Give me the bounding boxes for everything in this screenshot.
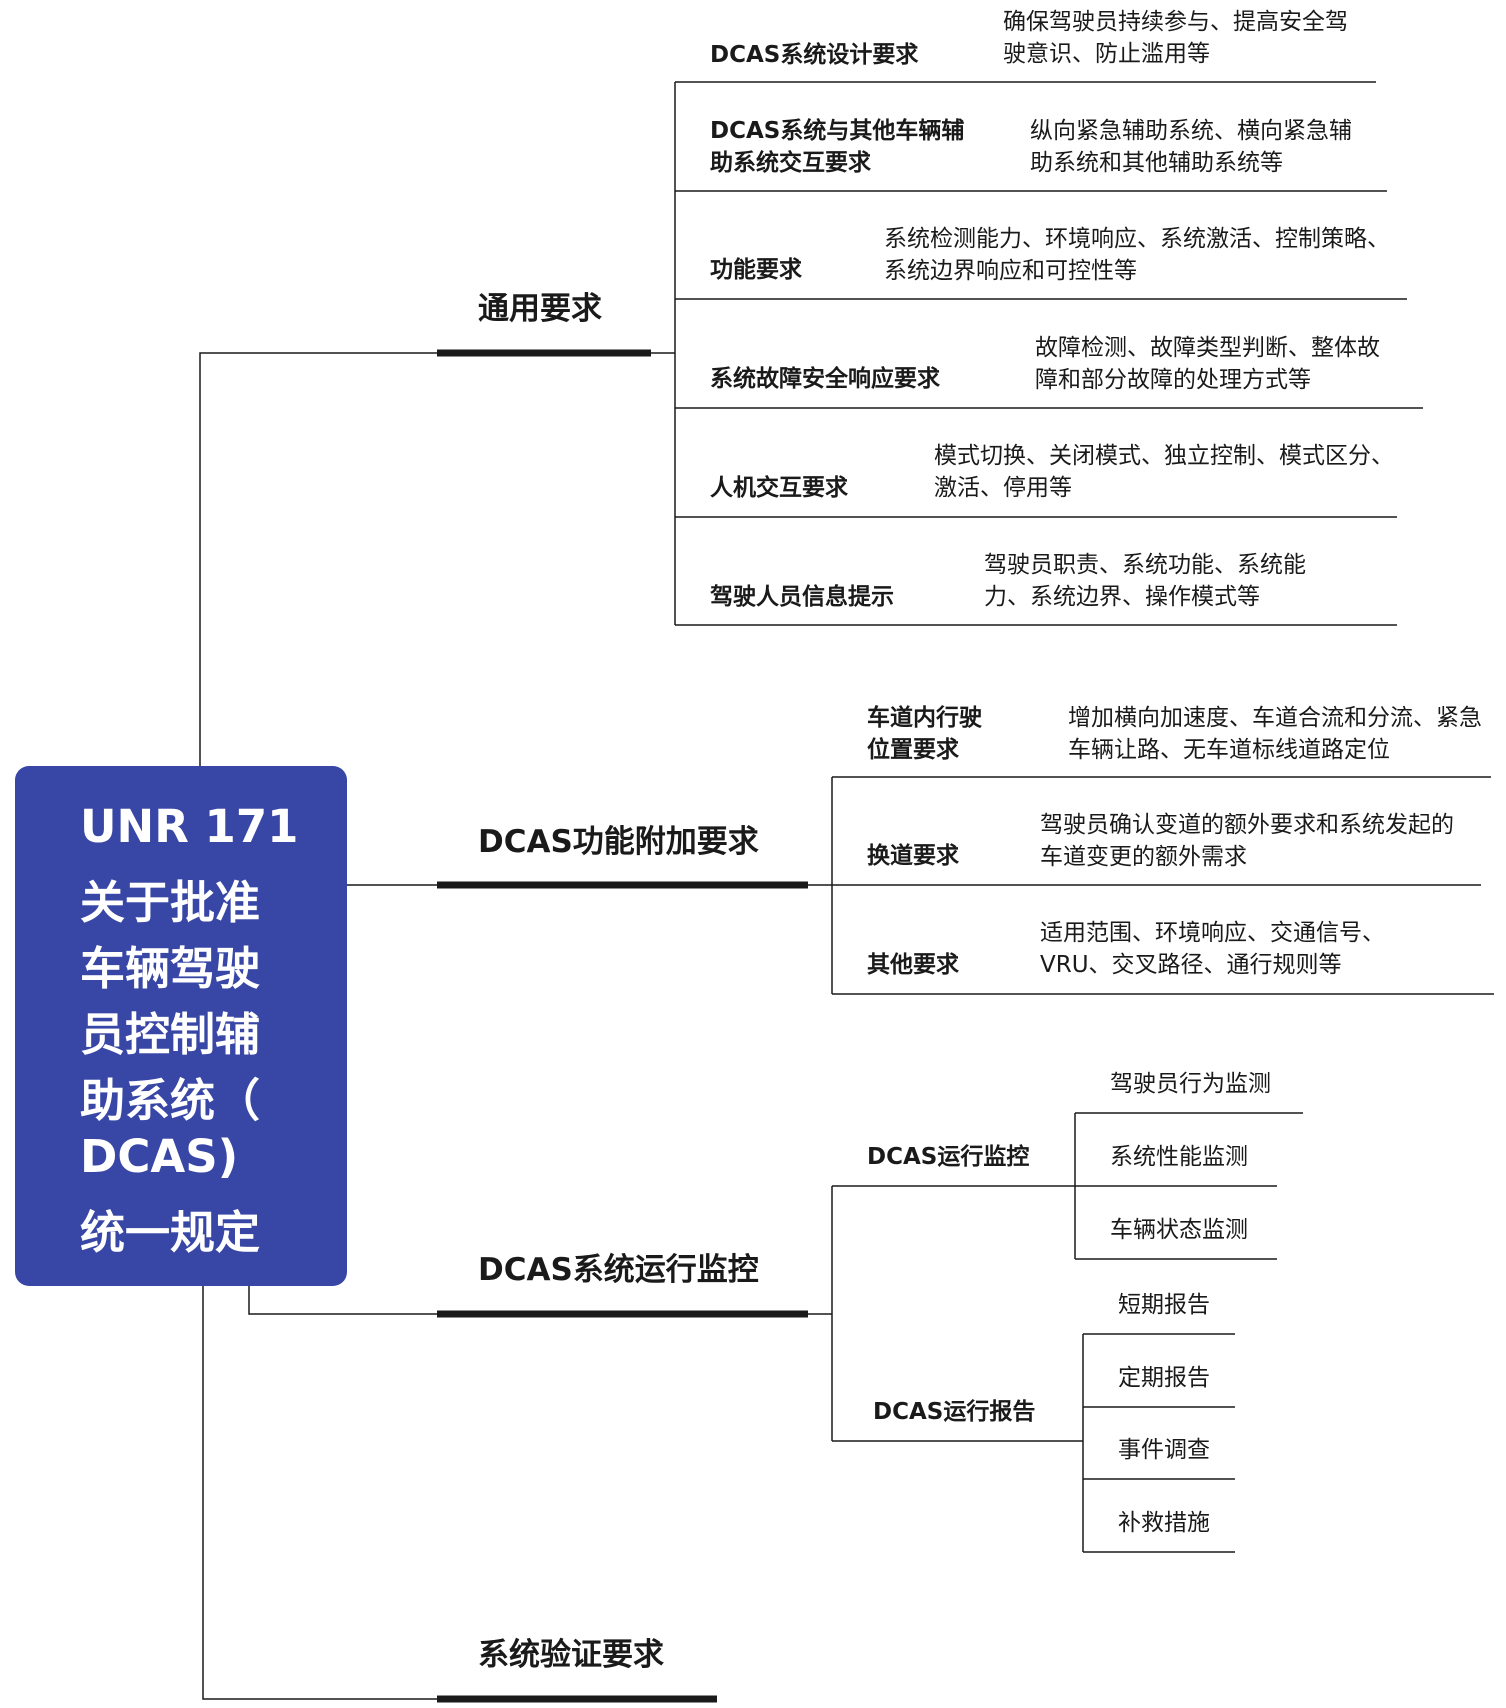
report-item: 补救措施 — [1118, 1510, 1210, 1536]
general-item-desc: 系统检测能力、环境响应、系统激活、控制策略、系统边界响应和可控性等 — [884, 226, 1390, 284]
monitor-item: 驾驶员行为监测 — [1110, 1071, 1271, 1097]
general-item-desc: 驾驶员职责、系统功能、系统能力、系统边界、操作模式等 — [984, 552, 1306, 610]
root-title-line-5: 助系统（ — [80, 1074, 261, 1127]
general-item-label: 功能要求 — [710, 257, 802, 283]
root-title-line-3: 车辆驾驶 — [80, 942, 261, 995]
general-item-label: 人机交互要求 — [710, 475, 848, 501]
additional-item-label: 车道内行驶位置要求 — [867, 705, 982, 763]
general-item-label: 系统故障安全响应要求 — [710, 366, 940, 392]
root-title-line-6: DCAS) — [80, 1130, 239, 1183]
trunk-line-top — [199, 352, 437, 766]
branch-label-verification: 系统验证要求 — [478, 1637, 664, 1673]
additional-item-desc: 适用范围、环境响应、交通信号、VRU、交叉路径、通行规则等 — [1040, 920, 1385, 978]
report-item: 短期报告 — [1118, 1292, 1210, 1318]
monitor-item: 车辆状态监测 — [1110, 1217, 1248, 1243]
branch-label-dcas-additional: DCAS功能附加要求 — [478, 824, 759, 860]
root-title-line-7: 统一规定 — [80, 1206, 261, 1259]
general-item-desc: 纵向紧急辅助系统、横向紧急辅助系统和其他辅助系统等 — [1030, 118, 1352, 176]
branch-label-dcas-monitoring: DCAS系统运行监控 — [478, 1252, 759, 1288]
branch-label-general: 通用要求 — [478, 291, 602, 327]
root-title-line-1: UNR 171 — [80, 800, 299, 853]
root-title-line-4: 员控制辅 — [80, 1008, 261, 1061]
report-item: 定期报告 — [1118, 1365, 1210, 1391]
additional-item-label: 其他要求 — [867, 952, 959, 978]
additional-item-label: 换道要求 — [867, 843, 959, 869]
report-item: 事件调查 — [1118, 1437, 1210, 1463]
general-item-desc: 确保驾驶员持续参与、提高安全驾驶意识、防止滥用等 — [1003, 9, 1348, 67]
general-item-label: DCAS系统与其他车辆辅助系统交互要求 — [710, 118, 965, 176]
additional-item-desc: 驾驶员确认变道的额外要求和系统发起的车道变更的额外需求 — [1040, 812, 1454, 870]
root-title-line-2: 关于批准 — [80, 876, 261, 929]
monitoring-sub-label: DCAS运行报告 — [873, 1399, 1036, 1425]
trunk-line-bottom — [202, 1286, 437, 1700]
monitoring-sub-label: DCAS运行监控 — [867, 1144, 1030, 1170]
general-item-desc: 故障检测、故障类型判断、整体故障和部分故障的处理方式等 — [1035, 335, 1380, 393]
root-node — [15, 766, 347, 1286]
monitor-item: 系统性能监测 — [1110, 1144, 1248, 1170]
general-item-desc: 模式切换、关闭模式、独立控制、模式区分、激活、停用等 — [934, 443, 1394, 501]
additional-item-desc: 增加横向加速度、车道合流和分流、紧急车辆让路、无车道标线道路定位 — [1068, 705, 1482, 763]
general-item-label: DCAS系统设计要求 — [710, 42, 919, 68]
trunk-line-branch3 — [248, 1286, 437, 1315]
general-item-label: 驾驶人员信息提示 — [710, 584, 894, 610]
